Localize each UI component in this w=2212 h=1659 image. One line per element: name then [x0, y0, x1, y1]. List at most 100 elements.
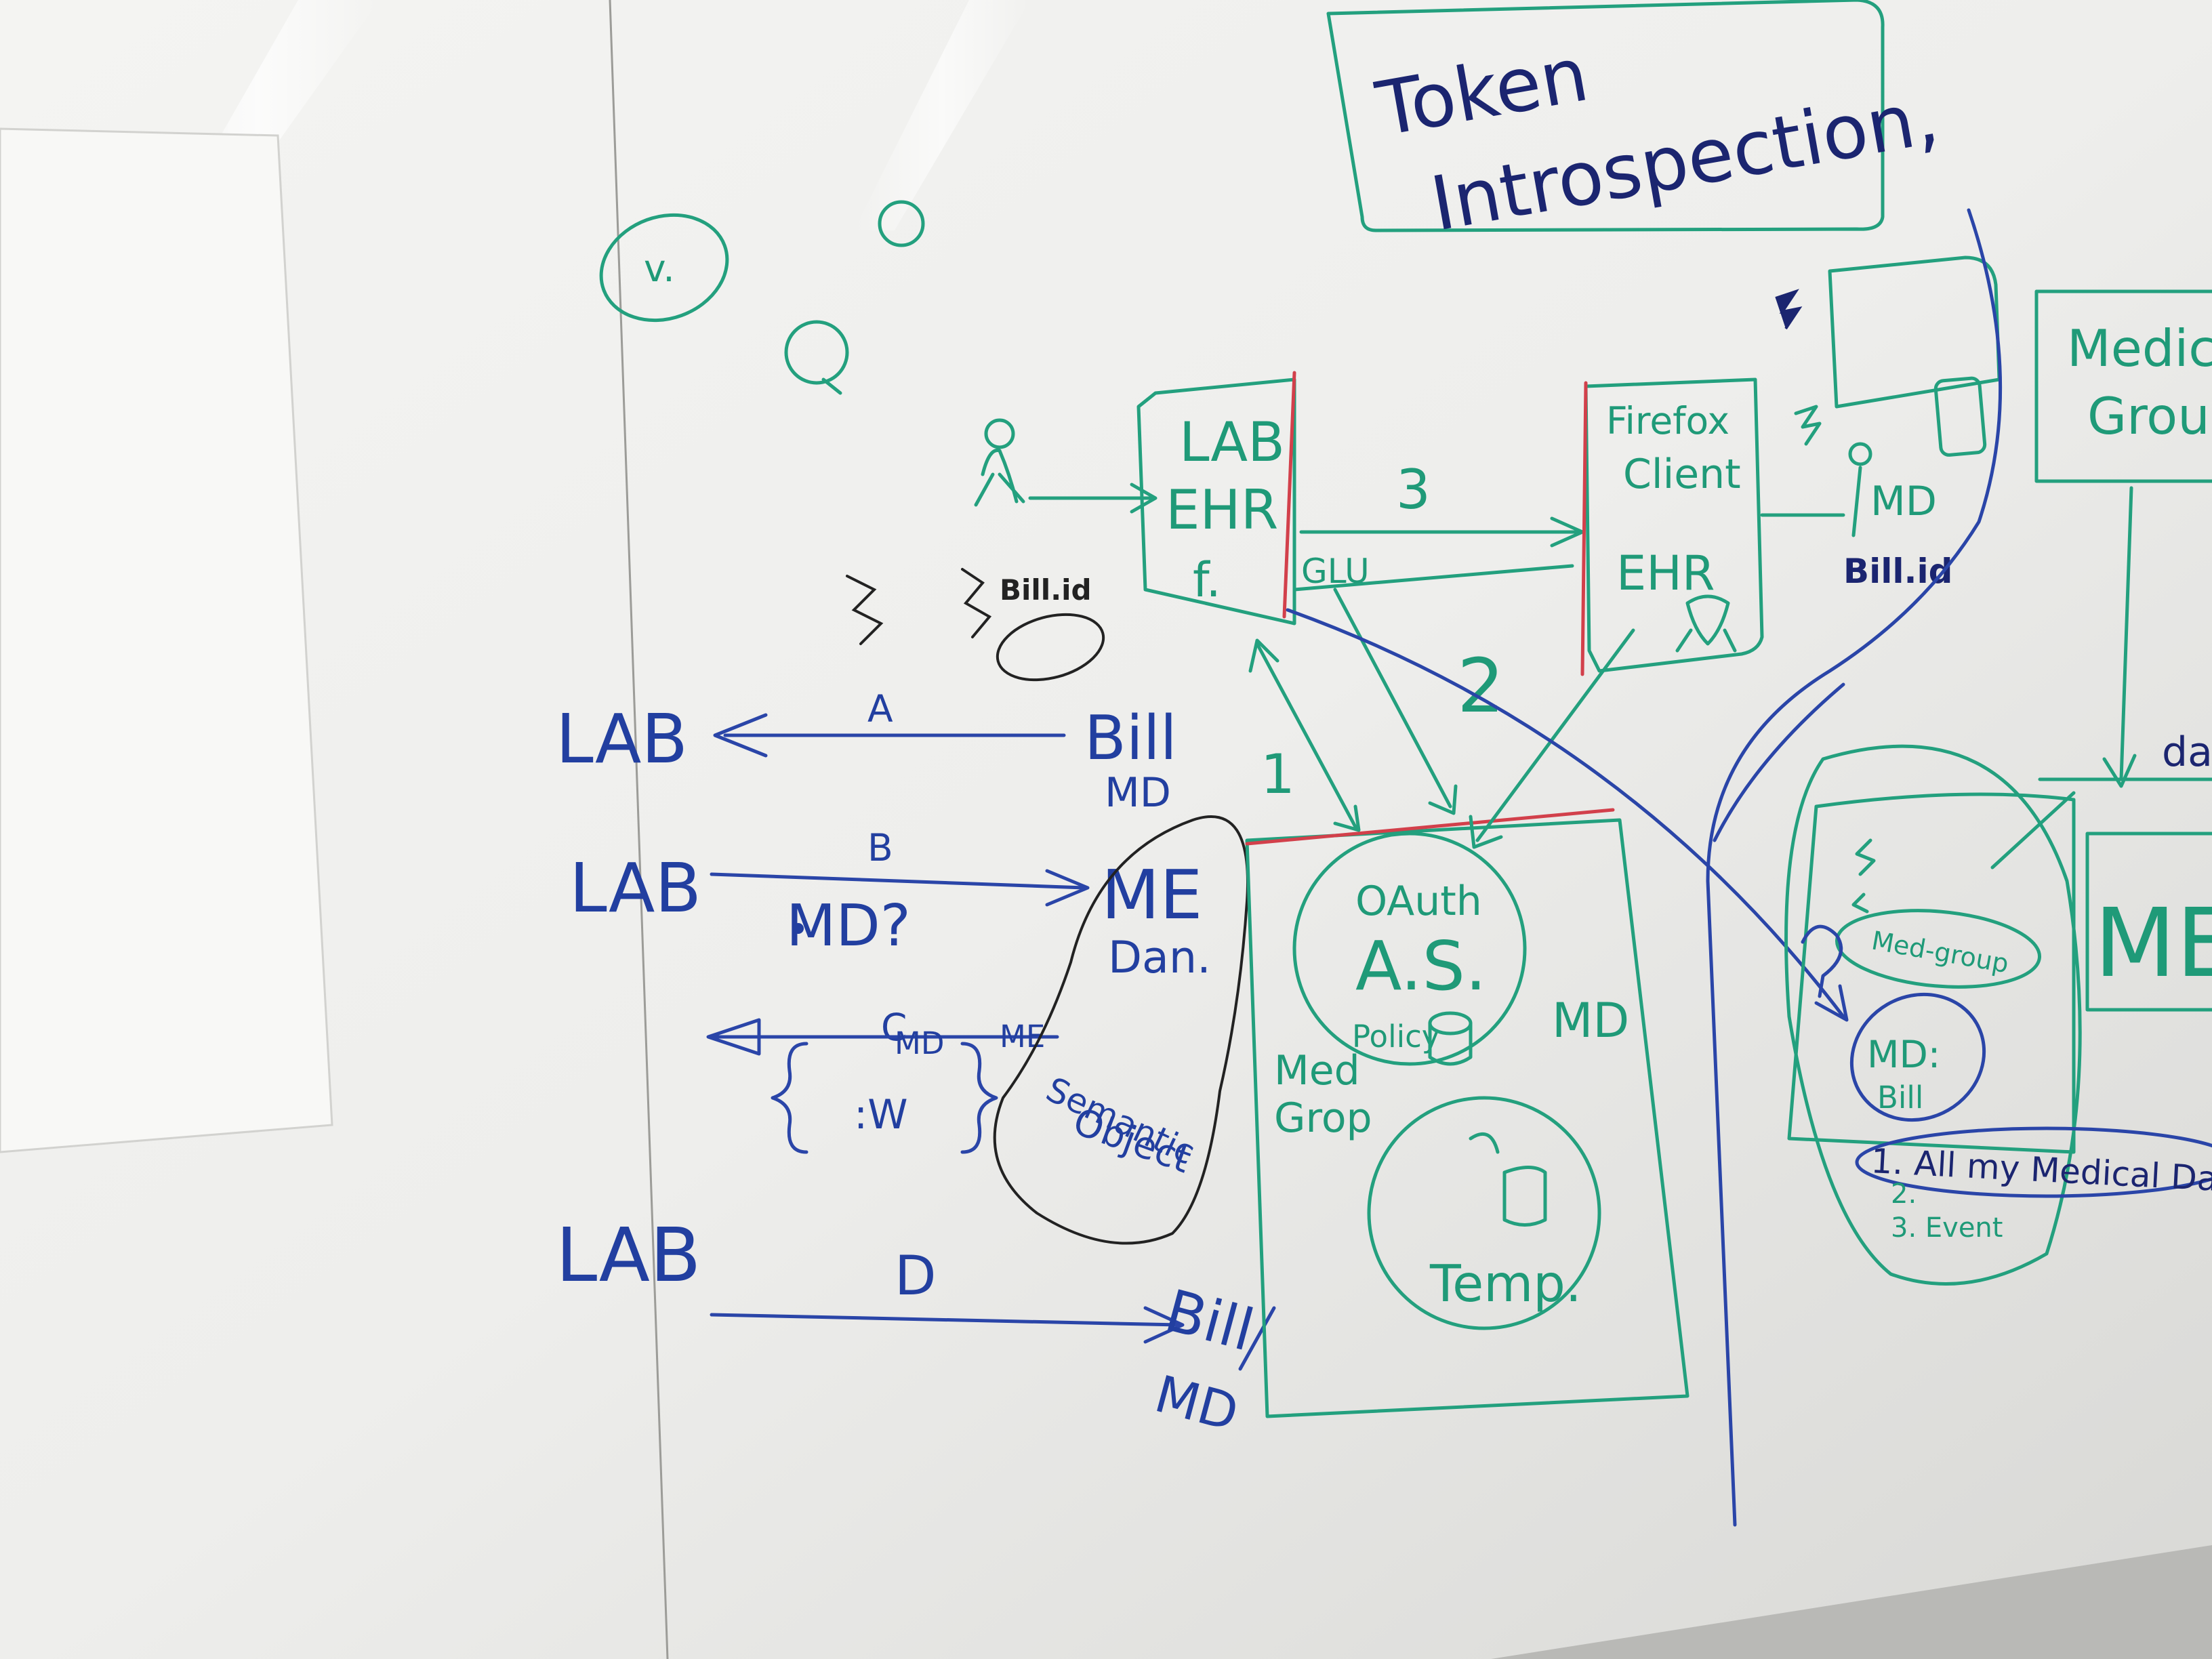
md-body [1851, 466, 1862, 537]
right-big-oval [1784, 744, 2082, 1286]
scenario-a-to-line2: MD [1105, 769, 1171, 817]
arrow-d [710, 1313, 1181, 1327]
semantic-object-blob [993, 815, 1249, 1245]
arrow-1-head [1248, 638, 1279, 673]
bill-id-right: Bill.id [1843, 552, 1952, 591]
arrow-b [710, 872, 1086, 890]
bullet [793, 923, 804, 934]
temp-circle [1367, 1096, 1601, 1330]
glare-streak [854, 0, 1030, 230]
squiggle-1 [1775, 289, 1803, 330]
right-inner-box [1787, 792, 2076, 1154]
all-medical-line2: 2. [1891, 1179, 1917, 1210]
scenario-a-to-line1: Bill [1084, 703, 1177, 774]
med-group-line2: Grop [1274, 1094, 1372, 1142]
md-head [1848, 442, 1872, 466]
board-frame [1491, 1545, 2212, 1659]
question-mark-right [1801, 924, 1843, 998]
lab-ehr-red-edge [1282, 371, 1296, 619]
medical-group-line2: Group [2087, 386, 2212, 446]
me-right-box [2085, 832, 2212, 1012]
firefox-line1: Firefox [1606, 399, 1729, 443]
squiggle-left [846, 568, 992, 645]
lab-ehr-line2: EHR [1166, 478, 1278, 541]
arrow-2 [1333, 588, 1452, 808]
da-fragment: da [2162, 729, 2212, 776]
flow-3-label: 3 [1396, 458, 1431, 521]
temp-loop [1469, 1132, 1500, 1154]
scenario-c-w: :W [854, 1091, 908, 1139]
firefox-line3: EHR [1616, 546, 1715, 601]
med-group-line1: Med [1274, 1047, 1360, 1094]
medical-group-box [2034, 289, 2212, 483]
medical-group-line1: Medical [2067, 319, 2212, 378]
bill-id-left: Bill.id [1000, 573, 1092, 607]
scenario-c-md: MD [895, 1025, 944, 1061]
scenario-d-from: LAB [556, 1212, 701, 1298]
user-figure-body [974, 448, 1025, 507]
circle-small [878, 200, 925, 247]
divider-curve-inner [1713, 682, 1845, 842]
arrow-2b [1475, 628, 1635, 842]
md-bill-ellipse [1849, 992, 1986, 1122]
arrow-lab-to-md-bill [1286, 608, 1845, 1019]
bill-md-slash [1238, 1306, 1276, 1371]
arrow-2b-head [1469, 815, 1503, 849]
brace-right [960, 1042, 998, 1154]
all-medical-line3: 3. Event [1891, 1212, 2003, 1244]
circle-v-label: v. [644, 247, 675, 290]
md-bill-line1: MD: [1867, 1033, 1940, 1076]
arrow-medical-group-head [2102, 754, 2137, 788]
lab-ehr-line1: LAB [1179, 411, 1285, 474]
me-right-label: ME [2094, 888, 2212, 999]
scenario-b-question: MD? [786, 893, 911, 960]
flow-2-label: 2 [1457, 642, 1504, 729]
squiggle-2 [1794, 405, 1822, 446]
oauth-line1: OAuth [1355, 878, 1482, 925]
user-figure-head [984, 418, 1015, 449]
temp-db-icon [1502, 1166, 1547, 1227]
title-box [1326, 0, 1885, 232]
scenario-b-to-line2: Dan. [1108, 933, 1211, 983]
arrow-1 [1255, 642, 1357, 829]
policy-db-body [1428, 1021, 1473, 1066]
scenario-b-from: LAB [569, 848, 701, 928]
scenario-a-from: LAB [556, 699, 688, 779]
paper-sheet [0, 127, 333, 1153]
lab-ehr-f: f. [1193, 552, 1221, 608]
policy-label: Policy [1352, 1019, 1439, 1054]
arrow-b-head [1045, 869, 1090, 907]
arrow-medical-group-down [2119, 486, 2133, 781]
med-group-red-top [1245, 808, 1615, 846]
scenario-b-label: B [867, 826, 893, 869]
circle-q [784, 320, 849, 385]
scenario-c-label: C [881, 1006, 907, 1049]
firefox-icon [1675, 594, 1737, 653]
oauth-as-circle [1292, 832, 1527, 1066]
all-medical-ellipse [1855, 1126, 2212, 1198]
firefox-client-box [1584, 377, 1764, 673]
scenario-a-label: A [867, 687, 893, 731]
device-phone [1933, 376, 1987, 457]
brace-left [771, 1042, 808, 1154]
arrow-2-head [1428, 784, 1458, 815]
temp-label: Temp. [1429, 1254, 1582, 1313]
bill-id-ellipse [996, 613, 1105, 682]
firefox-red-edge [1580, 381, 1588, 676]
divider-curve [1706, 208, 2003, 1527]
squiggle-right [1851, 838, 1876, 914]
arrow-head [1130, 483, 1158, 514]
lab-ehr-box [1136, 377, 1296, 626]
board-seam [609, 0, 669, 1659]
scenario-d-label: D [895, 1244, 937, 1307]
arrow-lab-to-md-bill-head [1814, 984, 1849, 1022]
arrow-a-head [713, 713, 768, 758]
scenario-c-me: ME [1000, 1019, 1045, 1054]
flow-1-label: 1 [1261, 743, 1295, 806]
md-bill-line2: Bill [1877, 1080, 1923, 1115]
arrow-d-head [1143, 1306, 1185, 1344]
circle-v [599, 213, 729, 323]
arrow-c-head [706, 1018, 761, 1056]
